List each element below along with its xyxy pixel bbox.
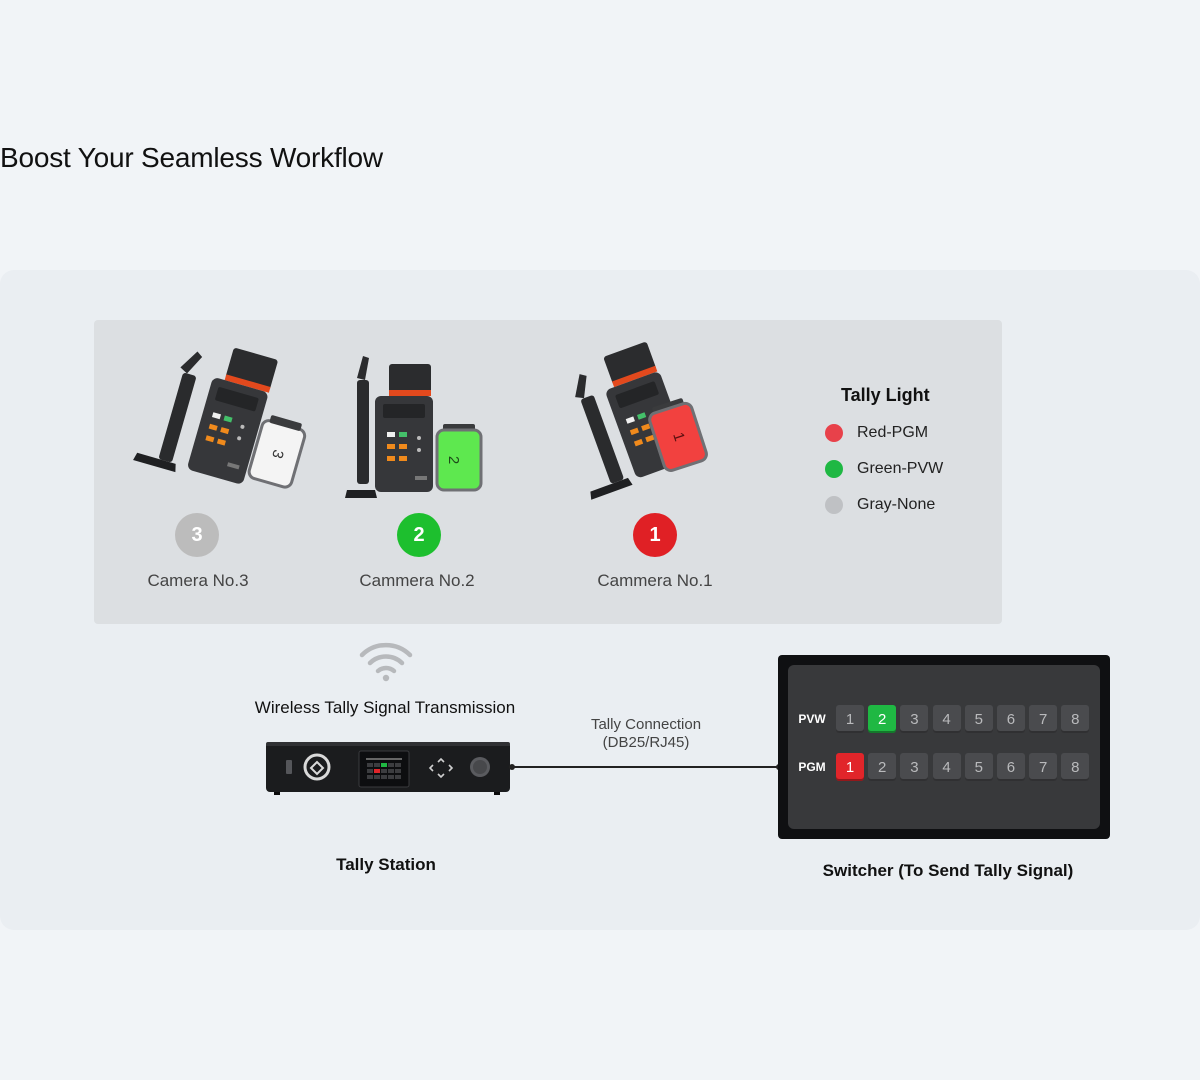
connection-line-1: Tally Connection [590, 716, 702, 733]
camera-2-status-badge: 2 [397, 513, 441, 557]
legend-item-gray: Gray-None [820, 496, 990, 514]
green-dot-icon [825, 460, 843, 478]
pgm-button-6[interactable]: 6 [996, 753, 1025, 781]
camera-1-tally-light [648, 401, 708, 472]
legend-title: Tally Light [841, 385, 930, 405]
pvw-button-7[interactable]: 7 [1029, 705, 1058, 733]
legend-item-green: Green-PVW [820, 460, 990, 478]
camera-3-status-badge: 3 [175, 513, 219, 557]
pvw-button-8[interactable]: 8 [1061, 705, 1090, 733]
tally-connection-label: Tally Connection (DB25/RJ45) [556, 716, 736, 752]
pvw-button-3[interactable]: 3 [900, 705, 929, 733]
camera-2-label: Cammera No.2 [359, 571, 475, 590]
tally-connection-cable [509, 764, 782, 770]
pgm-button-8[interactable]: 8 [1061, 753, 1090, 781]
pgm-button-2[interactable]: 2 [868, 753, 897, 781]
pgm-button-7[interactable]: 7 [1029, 753, 1058, 781]
camera-2-illustration: 2 [345, 356, 483, 498]
gray-dot-icon [825, 496, 843, 514]
camera-2-tally-light [435, 428, 483, 492]
tally-light-legend: Tally Light Red-PGM Green-PVW Gray-None [820, 385, 990, 514]
pgm-button-4[interactable]: 4 [932, 753, 961, 781]
pvw-button-2[interactable]: 2 [868, 705, 897, 733]
camera-1: 1 1 Cammera No.1 [540, 340, 740, 600]
page-title: Boost Your Seamless Workflow [0, 142, 383, 173]
pgm-button-1[interactable]: 1 [836, 753, 864, 781]
pvw-button-4[interactable]: 4 [932, 705, 961, 733]
legend-label: Red-PGM [857, 424, 929, 441]
pgm-button-5[interactable]: 5 [964, 753, 993, 781]
red-dot-icon [825, 424, 843, 442]
camera-1-status-badge: 1 [633, 513, 677, 557]
camera-3-illustration: 3 [133, 348, 307, 489]
svg-text:2: 2 [445, 456, 462, 464]
camera-3: 3 3 Camera No.3 [118, 340, 318, 600]
pvw-button-5[interactable]: 5 [964, 705, 993, 733]
legend-label: Green-PVW [857, 460, 944, 477]
camera-3-label: Camera No.3 [147, 571, 249, 590]
legend-label: Gray-None [857, 496, 936, 513]
camera-1-illustration: 1 [575, 342, 708, 500]
connection-line-2: (DB25/RJ45) [602, 734, 690, 751]
wifi-icon [359, 642, 413, 682]
wireless-transmission-label: Wireless Tally Signal Transmission [254, 698, 516, 717]
pvw-button-6[interactable]: 6 [996, 705, 1025, 733]
switcher-label: Switcher (To Send Tally Signal) [822, 861, 1074, 880]
pvw-button-1[interactable]: 1 [836, 705, 864, 733]
camera-1-label: Cammera No.1 [597, 571, 713, 590]
pvw-row-label: PVW [798, 712, 826, 726]
station-logo-icon [303, 753, 331, 781]
pgm-button-3[interactable]: 3 [900, 753, 929, 781]
tally-station-label: Tally Station [336, 855, 436, 874]
pgm-row-label: PGM [798, 760, 826, 774]
tally-station-device [266, 742, 510, 795]
camera-2: 2 2 Cammera No.2 [335, 340, 535, 600]
legend-item-red: Red-PGM [820, 424, 990, 442]
